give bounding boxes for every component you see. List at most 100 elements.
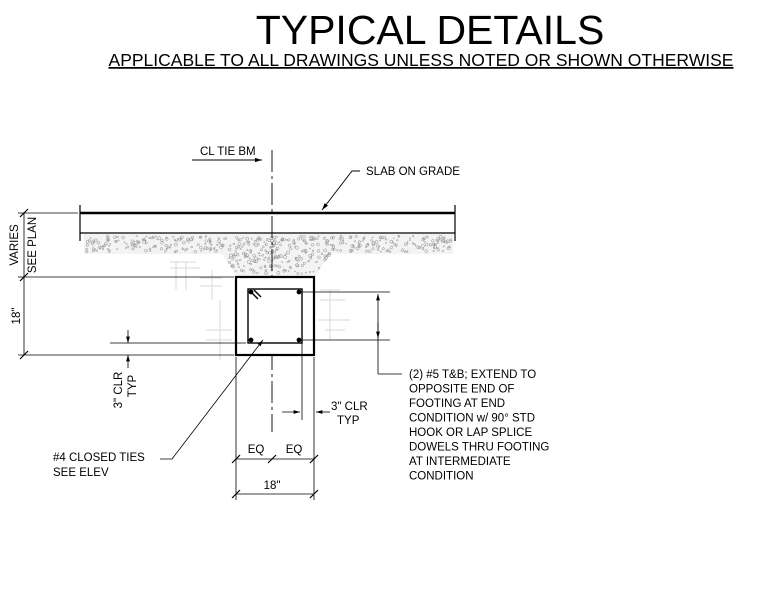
gravel-speck bbox=[175, 239, 178, 243]
gravel-speck bbox=[181, 247, 184, 250]
gravel-speck bbox=[273, 256, 277, 259]
gravel-speck bbox=[93, 248, 97, 251]
gravel-speck bbox=[409, 237, 411, 240]
gravel-speck bbox=[193, 249, 197, 254]
gravel-speck bbox=[237, 238, 240, 241]
gravel-speck bbox=[361, 239, 364, 242]
gravel-speck bbox=[284, 253, 287, 256]
gravel-speck bbox=[327, 251, 332, 256]
gravel-speck bbox=[255, 238, 260, 242]
gravel-speck bbox=[235, 236, 239, 240]
gravel-speck bbox=[174, 242, 178, 247]
gravel-speck bbox=[254, 243, 258, 247]
gravel-speck bbox=[220, 243, 225, 248]
gravel-speck bbox=[204, 235, 207, 238]
gravel-speck bbox=[153, 244, 156, 247]
gravel-speck bbox=[371, 236, 374, 239]
gravel-speck bbox=[239, 248, 242, 250]
gravel-speck bbox=[115, 240, 118, 243]
gravel-speck bbox=[173, 238, 176, 242]
gravel-speck bbox=[88, 239, 91, 242]
gravel-speck bbox=[241, 251, 246, 256]
gravel-speck bbox=[331, 245, 336, 249]
ties-leader-group: #4 CLOSED TIES SEE ELEV bbox=[53, 339, 264, 479]
gravel-speck bbox=[302, 235, 306, 239]
gravel-speck bbox=[284, 269, 288, 272]
gravel-speck bbox=[299, 257, 303, 261]
gravel-speck bbox=[248, 257, 251, 260]
gravel-speck bbox=[371, 247, 375, 251]
gravel-speck bbox=[267, 256, 271, 260]
gravel-speck bbox=[385, 241, 387, 244]
gravel-speck bbox=[329, 243, 332, 246]
gravel-speck bbox=[389, 239, 394, 244]
gravel-speck bbox=[387, 248, 391, 252]
gravel-speck bbox=[331, 235, 336, 240]
gravel-speck bbox=[96, 249, 98, 252]
gravel-speck bbox=[243, 252, 248, 256]
gravel-speck bbox=[179, 237, 183, 240]
gravel-speck bbox=[109, 242, 112, 245]
gravel-speck bbox=[324, 256, 328, 260]
eq-right-label: EQ bbox=[286, 444, 303, 456]
gravel-speck bbox=[358, 245, 361, 248]
gravel-speck bbox=[311, 235, 314, 238]
gravel-speck bbox=[101, 247, 105, 251]
gravel-speck bbox=[261, 254, 264, 257]
gravel-speck bbox=[366, 242, 370, 246]
gravel-speck bbox=[311, 249, 315, 252]
rebar-note-group: (2) #5 T&B; EXTEND TO OPPOSITE END OF FO… bbox=[302, 291, 549, 483]
gravel-speck bbox=[216, 249, 219, 252]
gravel-speck bbox=[354, 240, 357, 243]
gravel-speck bbox=[271, 244, 275, 247]
gravel-speck bbox=[385, 238, 388, 241]
gravel-speck bbox=[272, 250, 276, 254]
gravel-speck bbox=[418, 245, 421, 249]
gravel-speck bbox=[302, 239, 305, 242]
gravel-speck bbox=[264, 269, 268, 272]
gravel-speck bbox=[289, 247, 293, 251]
gravel-speck bbox=[379, 236, 382, 239]
gravel-speck bbox=[355, 246, 360, 251]
gravel-speck bbox=[247, 240, 250, 244]
gravel-speck bbox=[365, 249, 368, 253]
gravel-speck bbox=[169, 243, 172, 247]
gravel-speck bbox=[352, 244, 354, 247]
gravel-speck bbox=[228, 260, 232, 264]
gravel-speck bbox=[245, 253, 249, 257]
gravel-speck bbox=[250, 249, 252, 252]
gravel-speck bbox=[258, 254, 261, 257]
gravel-speck bbox=[260, 248, 263, 252]
gravel-speck bbox=[291, 240, 296, 244]
gravel-speck bbox=[113, 235, 117, 240]
gravel-speck bbox=[190, 245, 193, 249]
gravel-speck bbox=[289, 266, 291, 269]
gravel-speck bbox=[293, 245, 296, 248]
width-dimension-label: 18" bbox=[264, 480, 281, 492]
gravel-speck bbox=[275, 246, 280, 251]
gravel-speck bbox=[379, 239, 381, 242]
gravel-speck bbox=[85, 250, 89, 254]
gravel-speck bbox=[312, 270, 315, 273]
gravel-speck bbox=[422, 236, 426, 240]
gravel-speck bbox=[135, 235, 138, 238]
gravel-speck bbox=[412, 235, 415, 238]
gravel-speck bbox=[152, 246, 154, 248]
gravel-speck bbox=[348, 235, 353, 240]
gravel-speck bbox=[295, 257, 299, 261]
gravel-speck bbox=[264, 271, 268, 275]
gravel-speck bbox=[105, 234, 109, 238]
gravel-speck bbox=[444, 240, 448, 244]
gravel-speck bbox=[310, 243, 315, 247]
gravel-speck bbox=[248, 249, 252, 253]
gravel-speck bbox=[297, 237, 301, 241]
gravel-speck bbox=[378, 245, 381, 248]
gravel-speck bbox=[242, 242, 246, 246]
gravel-speck bbox=[165, 236, 168, 239]
gravel-speck bbox=[289, 266, 293, 269]
gravel-speck bbox=[145, 235, 148, 238]
gravel-speck bbox=[253, 240, 257, 243]
see-plan-label: SEE PLAN bbox=[27, 217, 39, 273]
gravel-speck bbox=[312, 238, 315, 241]
gravel-speck bbox=[339, 234, 343, 238]
